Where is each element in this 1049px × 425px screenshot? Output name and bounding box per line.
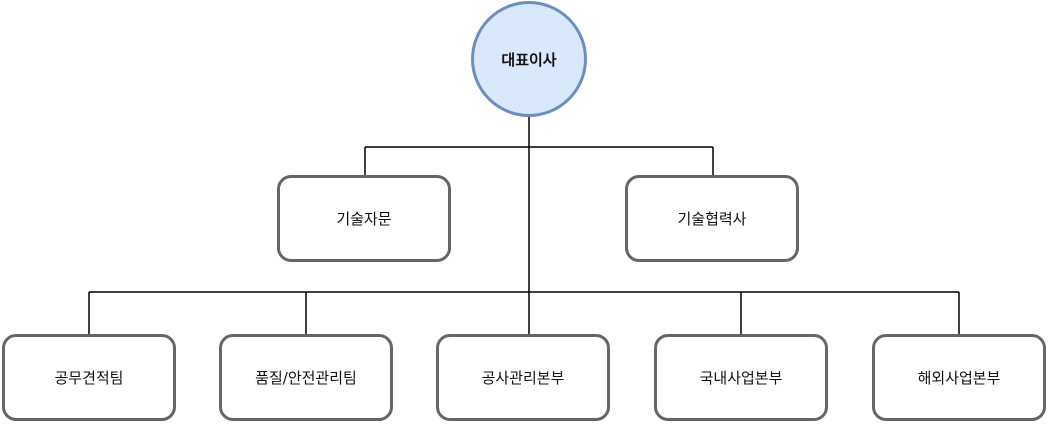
department-node-5[interactable]: 해외사업본부 [872, 334, 1046, 421]
node-label: 해외사업본부 [917, 369, 1001, 387]
node-label: 공무견적팀 [54, 369, 124, 387]
department-node-4[interactable]: 국내사업본부 [654, 334, 828, 421]
root-node-ceo[interactable]: 대표이사 [471, 1, 587, 117]
advisor-node-tech-advisory[interactable]: 기술자문 [277, 175, 451, 262]
department-node-3[interactable]: 공사관리본부 [436, 334, 610, 421]
root-node-label: 대표이사 [501, 50, 557, 69]
advisor-node-tech-partner[interactable]: 기술협력사 [625, 175, 799, 262]
department-node-2[interactable]: 품질/안전관리팀 [219, 334, 393, 421]
node-label: 기술협력사 [677, 210, 747, 228]
node-label: 공사관리본부 [481, 369, 565, 387]
department-node-1[interactable]: 공무견적팀 [2, 334, 176, 421]
node-label: 국내사업본부 [699, 369, 783, 387]
node-label: 품질/안전관리팀 [255, 369, 357, 387]
node-label: 기술자문 [336, 210, 392, 228]
